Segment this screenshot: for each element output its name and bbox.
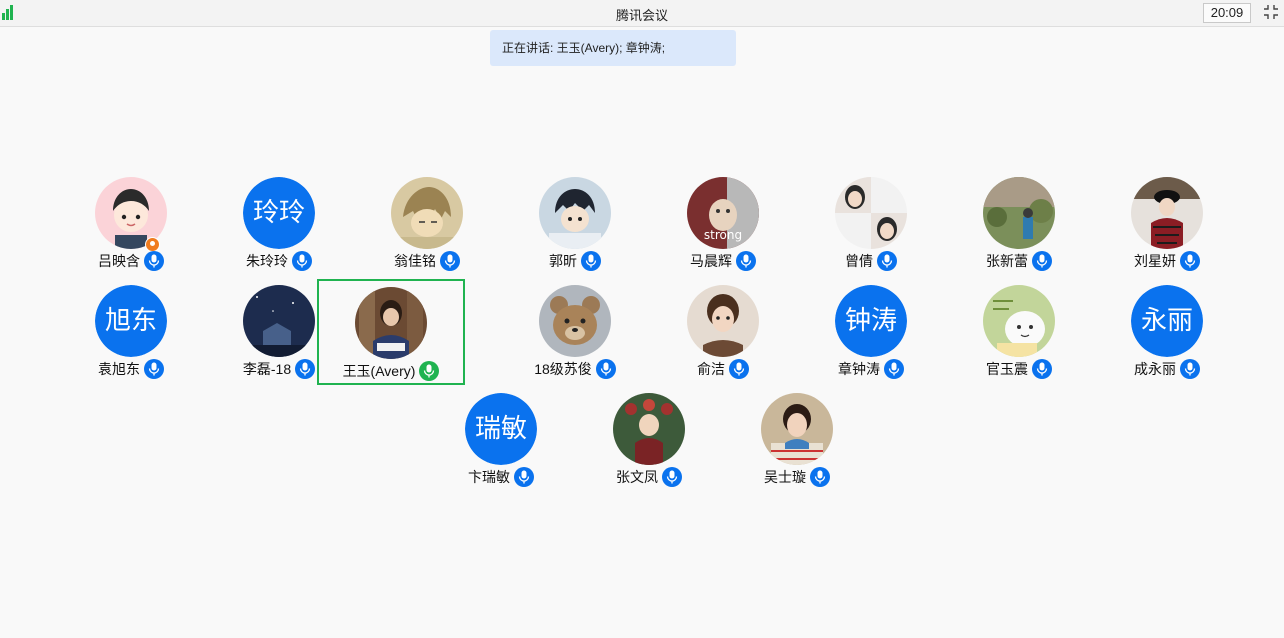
participant-tile[interactable]: 刘星妍 [1093, 177, 1241, 283]
participant-tile[interactable]: 玲玲 朱玲玲 [205, 177, 353, 283]
participant-name: 章钟涛 [838, 361, 880, 377]
host-icon [145, 237, 160, 252]
microphone-icon[interactable] [440, 251, 460, 271]
speaking-indicator: 正在讲话: 王玉(Avery); 章钟涛; [490, 30, 736, 66]
microphone-icon[interactable] [144, 359, 164, 379]
anime-avatar-icon [391, 177, 463, 249]
microphone-icon[interactable] [729, 359, 749, 379]
cartoon-avatar-icon [983, 285, 1055, 357]
cartoon-avatar-icon [95, 177, 167, 249]
portrait-avatar-icon [835, 177, 907, 249]
participant-name: 吕映含 [98, 253, 140, 269]
microphone-icon[interactable] [662, 467, 682, 487]
microphone-icon[interactable] [736, 251, 756, 271]
portrait-avatar-icon [1131, 177, 1203, 249]
participant-tile[interactable]: 瑞敏 卞瑞敏 [427, 393, 575, 499]
microphone-icon[interactable] [595, 359, 616, 379]
participant-name: 官玉震 [986, 361, 1028, 377]
participant-name: 李磊-18 [242, 361, 292, 377]
participant-tile[interactable]: 俞洁 [649, 285, 797, 391]
participant-name: 翁佳铭 [394, 253, 436, 269]
portrait-avatar-icon [687, 285, 759, 357]
participant-tile[interactable]: 官玉震 [945, 285, 1093, 391]
microphone-icon[interactable] [884, 359, 904, 379]
participant-tile[interactable]: 翁佳铭 [353, 177, 501, 283]
participant-name: 卞瑞敏 [468, 469, 510, 485]
portrait-avatar-icon [613, 393, 685, 465]
initials-avatar: 瑞敏 [465, 393, 537, 465]
participant-tile[interactable]: 吕映含 [57, 177, 205, 283]
microphone-icon[interactable] [1032, 251, 1052, 271]
participant-name: 张新蕾 [986, 253, 1028, 269]
participant-name: 成永丽 [1134, 361, 1176, 377]
participant-name: 张文凤 [616, 469, 658, 485]
microphone-icon[interactable] [581, 251, 601, 271]
participant-tile[interactable]: 郭昕 [501, 177, 649, 283]
participant-tile[interactable]: 旭东 袁旭东 [57, 285, 205, 391]
teddy-bear-avatar-icon [539, 285, 611, 357]
participant-name: 18级苏俊 [534, 361, 592, 377]
microphone-icon[interactable] [292, 251, 312, 271]
microphone-icon[interactable] [877, 251, 897, 271]
microphone-icon[interactable] [144, 251, 164, 271]
participant-name: 王玉(Avery) [342, 363, 416, 379]
participant-name: 吴士璇 [764, 469, 806, 485]
signal-icon[interactable] [1, 5, 13, 20]
participant-tile[interactable]: 张文凤 [575, 393, 723, 499]
photo-caption: strong [704, 228, 742, 242]
initials-avatar: 钟涛 [835, 285, 907, 357]
participant-name: 俞洁 [697, 361, 725, 377]
participant-tile[interactable]: strong 马晨辉 [649, 177, 797, 283]
window-title: 腾讯会议 [615, 8, 668, 23]
microphone-icon[interactable] [1032, 359, 1052, 379]
title-bar: 腾讯会议 20:09 [0, 0, 1284, 27]
participant-name: 袁旭东 [98, 361, 140, 377]
garden-avatar-icon [983, 177, 1055, 249]
initials-avatar: 旭东 [95, 285, 167, 357]
microphone-icon[interactable] [1180, 359, 1200, 379]
participant-name: 郭昕 [549, 253, 577, 269]
participant-name: 刘星妍 [1134, 253, 1176, 269]
participant-tile[interactable]: 张新蕾 [945, 177, 1093, 283]
portrait-avatar-icon [761, 393, 833, 465]
participant-tile[interactable]: 曾倩 [797, 177, 945, 283]
portrait-avatar-icon [355, 287, 427, 359]
participant-tile[interactable]: 18级苏俊 [501, 285, 649, 391]
participant-tile-active-speaker[interactable]: 王玉(Avery) [317, 279, 465, 385]
participant-tile[interactable]: 钟涛 章钟涛 [797, 285, 945, 391]
participant-name: 曾倩 [845, 253, 873, 269]
microphone-icon[interactable] [1180, 251, 1200, 271]
microphone-icon[interactable] [810, 467, 830, 487]
initials-avatar: 玲玲 [243, 177, 315, 249]
microphone-active-icon[interactable] [419, 361, 440, 381]
cat-avatar-icon: strong [687, 177, 759, 249]
participant-tile[interactable]: 吴士璇 [723, 393, 871, 499]
initials-avatar: 永丽 [1131, 285, 1203, 357]
night-sky-avatar-icon [243, 285, 315, 357]
participant-name: 朱玲玲 [246, 253, 288, 269]
anime-boy-avatar-icon [539, 177, 611, 249]
meeting-clock: 20:09 [1203, 3, 1251, 23]
microphone-icon[interactable] [295, 359, 316, 379]
participant-name: 马晨辉 [690, 253, 732, 269]
participant-tile[interactable]: 李磊-18 [205, 285, 353, 391]
participant-tile[interactable]: 永丽 成永丽 [1093, 285, 1241, 391]
microphone-icon[interactable] [514, 467, 534, 487]
exit-fullscreen-icon[interactable] [1263, 4, 1279, 20]
